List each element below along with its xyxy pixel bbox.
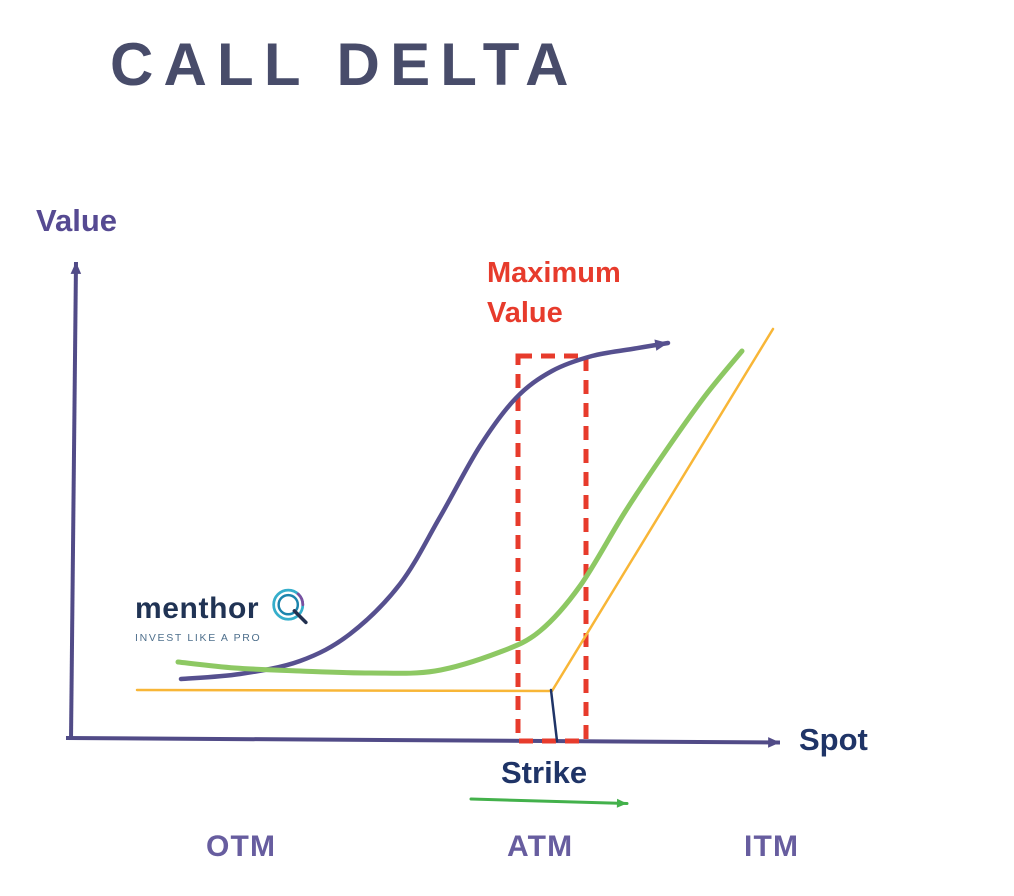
menthorq-q-icon (272, 588, 308, 625)
zone-label-itm: ITM (744, 830, 800, 863)
strike-direction-arrowhead (616, 798, 627, 808)
logo-wordmark: menthor (135, 592, 260, 625)
strike-label: Strike (501, 755, 588, 790)
x-axis-line-arrowhead (768, 737, 780, 748)
x-axis-line (65, 736, 781, 745)
max-value-annotation: Maximum Value (487, 257, 621, 330)
zone-label-otm: OTM (206, 830, 277, 863)
x-axis-label: Spot (799, 722, 868, 757)
call-delta-curve (178, 340, 671, 682)
logo-tagline: INVEST LIKE A PRO (135, 632, 262, 644)
y-axis-line (69, 261, 78, 741)
max-value-box (515, 353, 589, 744)
page-title: CALL DELTA (110, 31, 579, 98)
y-axis-label: Value (36, 203, 117, 238)
menthorq-logo: menthor INVEST LIKE A PRO (135, 588, 312, 644)
call-delta-curve-arrowhead (654, 339, 668, 351)
strike-marker-line (549, 688, 559, 743)
zone-label-atm: ATM (507, 830, 574, 863)
y-axis-line-arrowhead (70, 262, 82, 274)
option-value-curve (175, 348, 745, 676)
strike-direction-arrow (469, 797, 629, 805)
